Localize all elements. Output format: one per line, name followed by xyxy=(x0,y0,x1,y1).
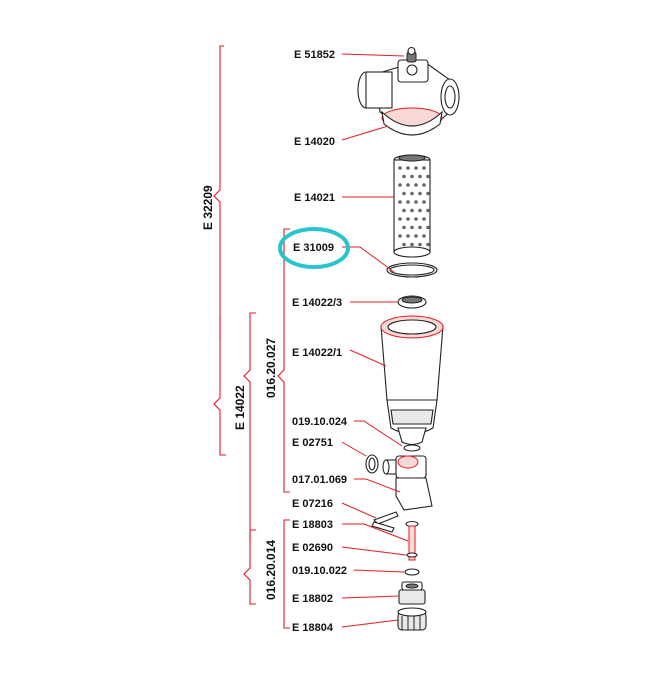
cartridge-perforation xyxy=(402,191,406,196)
part-label-e-07216: E 07216 xyxy=(292,498,333,510)
cartridge-perforation xyxy=(426,242,430,247)
drain-cap-drawing xyxy=(397,607,427,631)
cartridge-perforation xyxy=(402,208,406,213)
cartridge-perforation xyxy=(398,200,402,204)
assembly-label-e32209: E 32209 xyxy=(201,185,215,230)
cartridge-perforation xyxy=(422,217,426,221)
cartridge-perforation xyxy=(422,183,426,187)
part-label-e-51852: E 51852 xyxy=(294,49,335,61)
washer-drawing-019-10-022 xyxy=(404,568,420,576)
cartridge-perforation xyxy=(402,174,406,179)
part-label-e-14021: E 14021 xyxy=(294,192,335,204)
cartridge-perforation xyxy=(426,208,430,213)
filter-cartridge-drawing xyxy=(393,154,431,258)
part-label-e-18803: E 18803 xyxy=(292,519,333,531)
cartridge-perforation xyxy=(414,183,418,187)
cartridge-perforation xyxy=(418,208,422,213)
assembly-label-016-20-027: 016.20.027 xyxy=(264,338,278,398)
cartridge-perforation xyxy=(410,174,414,179)
part-label-019-10-022: 019.10.022 xyxy=(292,565,347,577)
cartridge-perforation xyxy=(426,225,430,230)
cartridge-perforation xyxy=(410,208,414,213)
part-label-e-31009: E 31009 xyxy=(293,242,334,254)
cartridge-perforation xyxy=(406,234,410,238)
drain-nut-drawing xyxy=(398,581,426,605)
tiny-o-ring-drawing xyxy=(406,552,418,558)
filter-head-drawing xyxy=(357,59,460,136)
assembly-label-016-20-014: 016.20.014 xyxy=(264,540,278,600)
part-label-017-01-069: 017.01.069 xyxy=(292,474,347,486)
washer-drawing-019-10-024 xyxy=(403,444,421,452)
bracket-e14022 xyxy=(213,316,226,456)
part-label-019-10-024: 019.10.024 xyxy=(292,416,348,428)
pin-drawing xyxy=(405,520,419,561)
cartridge-perforation xyxy=(418,242,422,247)
part-label-e-14022-1: E 14022/1 xyxy=(292,347,342,359)
cartridge-perforation xyxy=(406,200,410,204)
part-label-e-18802: E 18802 xyxy=(292,593,333,605)
part-label-e-02690: E 02690 xyxy=(292,542,333,554)
cartridge-perforation xyxy=(418,225,422,230)
cartridge-perforation xyxy=(406,166,410,170)
part-label-e-14020: E 14020 xyxy=(294,136,335,148)
drain-valve-drawing xyxy=(382,455,433,511)
seal-ring-drawing xyxy=(397,295,427,309)
assembly-label-e14022: E 14022 xyxy=(233,385,247,430)
cartridge-perforation xyxy=(414,166,418,170)
cartridge-perforation xyxy=(402,225,406,230)
cartridge-perforation xyxy=(410,242,414,247)
part-label-e-18804: E 18804 xyxy=(292,622,334,634)
bracket-016-20-014 xyxy=(243,529,256,605)
part-label-e-02751: E 02751 xyxy=(292,437,333,449)
cartridge-perforation xyxy=(422,200,426,204)
small-o-ring-drawing xyxy=(365,454,379,474)
cartridge-perforation xyxy=(406,217,410,221)
filter-bowl-drawing xyxy=(380,315,444,446)
cartridge-perforation xyxy=(414,234,418,238)
cartridge-perforation xyxy=(410,225,414,230)
cartridge-perforation xyxy=(414,217,418,221)
bracket-016-20-027 xyxy=(243,312,256,540)
bracket-e32209 xyxy=(213,45,224,340)
bracket-inner-parts xyxy=(277,228,290,629)
cartridge-perforation xyxy=(398,183,402,187)
cartridge-perforation xyxy=(418,174,422,179)
cartridge-perforation xyxy=(398,234,402,238)
cartridge-perforation xyxy=(422,234,426,238)
cartridge-perforation xyxy=(422,166,426,170)
cartridge-perforation xyxy=(426,174,430,179)
cartridge-perforation xyxy=(402,242,406,247)
vent-screw-drawing xyxy=(406,46,417,63)
o-ring-drawing xyxy=(386,262,438,278)
cartridge-perforation xyxy=(410,191,414,196)
clip-drawing xyxy=(371,511,399,533)
cartridge-perforation xyxy=(398,217,402,221)
cartridge-perforation xyxy=(414,200,418,204)
cartridge-perforation xyxy=(418,191,422,196)
cartridge-perforation xyxy=(406,183,410,187)
highlight-ring xyxy=(278,227,350,269)
cartridge-perforation xyxy=(426,191,430,196)
part-label-e-14022-3: E 14022/3 xyxy=(292,297,342,309)
cartridge-perforation xyxy=(398,166,402,170)
